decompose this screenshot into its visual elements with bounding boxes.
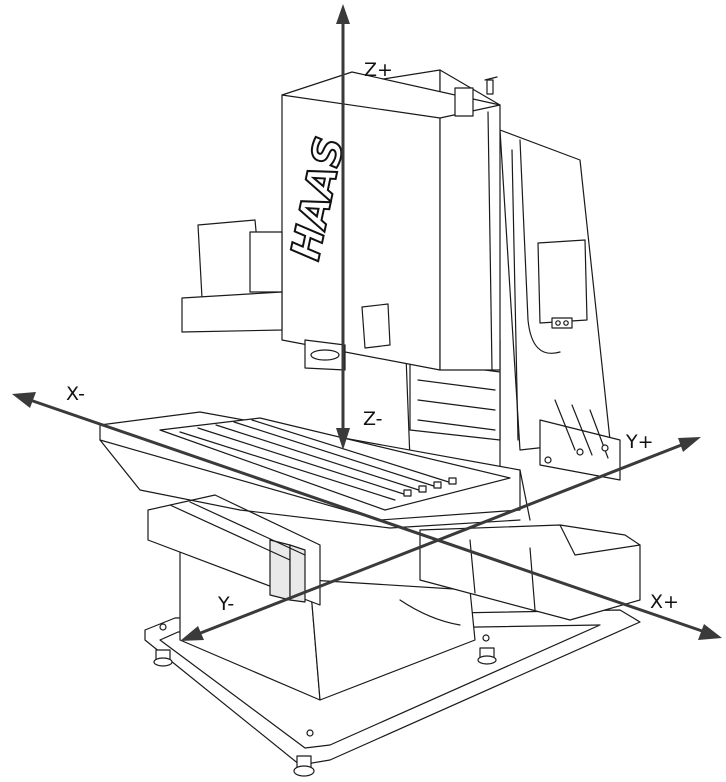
- z-plus-label: Z+: [364, 59, 393, 81]
- x-axis: [12, 392, 722, 640]
- z-minus-label: Z-: [363, 408, 383, 430]
- x-plus-arrowhead: [698, 624, 722, 640]
- side-box: [537, 239, 588, 329]
- x-minus-arrowhead: [12, 392, 36, 408]
- y-plus-arrowhead: [678, 437, 701, 452]
- z-minus-arrowhead: [336, 428, 350, 450]
- y-minus-label: Y-: [217, 593, 234, 615]
- z-axis: [336, 4, 350, 450]
- y-axis: [180, 437, 701, 641]
- spindle-head: HAAS: [281, 69, 501, 371]
- leveling-foot-front: [293, 755, 315, 777]
- x-plus-label: X+: [650, 591, 679, 613]
- leveling-foot-right: [477, 647, 497, 665]
- y-minus-arrowhead: [180, 626, 204, 641]
- spindle-motor: [181, 219, 283, 333]
- saddle: [147, 494, 641, 621]
- z-plus-arrowhead: [336, 4, 350, 24]
- y-plus-label: Y+: [625, 431, 654, 453]
- x-minus-label: X-: [66, 383, 85, 405]
- leveling-foot-left: [153, 649, 173, 667]
- column: [404, 129, 621, 481]
- work-table: [99, 411, 531, 529]
